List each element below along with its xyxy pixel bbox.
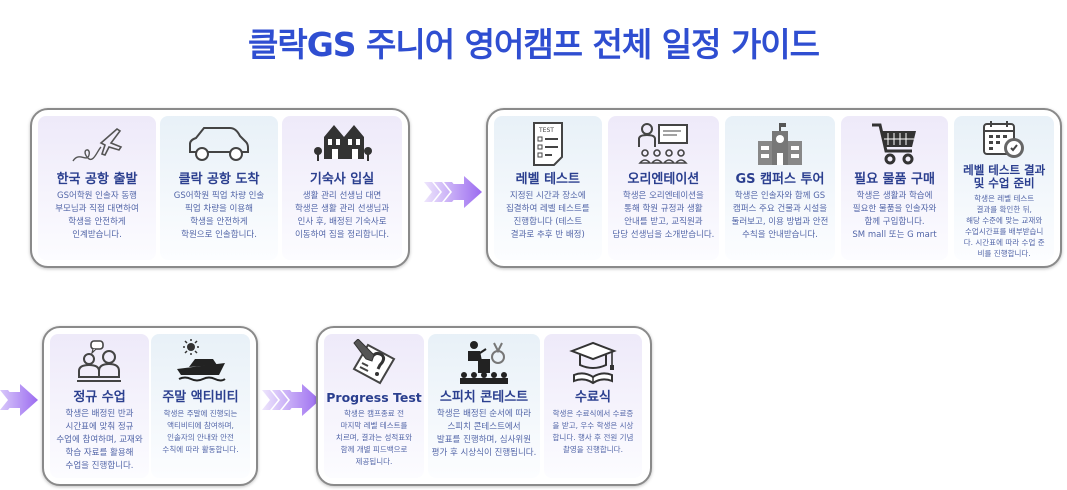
step-description: 학생은 배정된 반과 시간표에 맞춰 정규 수업에 참여하며, 교재와 학습 자… xyxy=(56,409,143,471)
step-description: 지정된 시간과 장소에 집결하여 레벨 테스트를 진행합니다 (테스트 결과로 … xyxy=(505,191,590,240)
step-title: 수료식 xyxy=(575,390,611,405)
step-title: 주말 액티비티 xyxy=(162,390,239,405)
svg-text:TEST: TEST xyxy=(538,127,554,134)
step-title: 레벨 테스트 결과 및 수업 준비 xyxy=(963,163,1046,190)
step-description: 학생은 캠프종료 전 마지막 레벨 테스트를 치르며, 결과는 성적표와 함께 … xyxy=(335,409,413,466)
step-graduation-ceremony: 수료식 학생은 수료식에서 수료증 을 받고, 우수 학생은 시상 합니다. 행… xyxy=(544,334,642,478)
step-gs-campus-tour: GS 캠퍼스 투어 학생은 인솔자와 함께 GS 캠퍼스 주요 건물과 시설을 … xyxy=(725,116,835,260)
step-description: 학생은 배정된 순서에 따라 스피치 콘테스트에서 발표를 진행하며, 심사위원… xyxy=(431,409,537,458)
page-title: 클락GS 주니어 영어캠프 전체 일정 가이드 xyxy=(247,25,820,64)
step-clark-airport-arrival: 클락 공항 도착 GS어학원 픽업 차량 인솔 픽업 차량을 이용해 학생을 안… xyxy=(160,116,279,260)
step-description: GS어학원 픽업 차량 인솔 픽업 차량을 이용해 학생을 안전하게 학원으로 … xyxy=(173,191,265,240)
boat-sun-icon xyxy=(173,338,229,386)
step-title: Progress Test xyxy=(326,390,422,405)
step-weekend-activity: 주말 액티비티 학생은 주말에 진행되는 액티비티에 참여하며, 인솔자의 안내… xyxy=(151,334,250,478)
step-regular-class: 정규 수업 학생은 배정된 반과 시간표에 맞춰 정규 수업에 참여하며, 교재… xyxy=(50,334,149,478)
step-description: 학생은 오리엔테이션을 통해 학원 규정과 생활 안내를 받고, 교직원과 담당… xyxy=(612,191,715,240)
step-description: 학생은 레벨 테스트 결과를 확인한 뒤, 해당 수준에 맞는 교재와 수업시간… xyxy=(963,194,1045,258)
step-title: 레벨 테스트 xyxy=(515,172,580,187)
airplane-icon xyxy=(67,120,127,168)
step-level-test: TEST 레벨 테스트 지정된 시간과 장소에 집결하여 레벨 테스트를 진행합… xyxy=(494,116,602,260)
shopping-cart-icon xyxy=(870,120,920,168)
class-discussion-icon xyxy=(75,338,125,386)
step-title: 필요 물품 구매 xyxy=(854,172,935,187)
campus-building-icon xyxy=(754,120,806,168)
exam-pencil-icon xyxy=(350,338,398,386)
test-paper-icon: TEST xyxy=(530,120,566,168)
step-title: 정규 수업 xyxy=(73,390,126,405)
step-title: GS 캠퍼스 투어 xyxy=(735,172,825,187)
group-arrival: 한국 공항 출발 GS어학원 인솔자 동행 부모님과 직접 대면하여 학생을 안… xyxy=(30,108,410,268)
step-title: 한국 공항 출발 xyxy=(56,172,138,187)
dormitory-icon xyxy=(312,120,373,168)
step-orientation: 오리엔테이션 학생은 오리엔테이션을 통해 학원 규정과 생활 안내를 받고, … xyxy=(607,116,720,260)
flow-arrow-1 xyxy=(424,176,484,208)
step-level-result-class-prep: 레벨 테스트 결과 및 수업 준비 학생은 레벨 테스트 결과를 확인한 뒤, … xyxy=(954,116,1054,260)
group-orientation: TEST 레벨 테스트 지정된 시간과 장소에 집결하여 레벨 테스트를 진행합… xyxy=(486,108,1062,268)
step-description: 학생은 수료식에서 수료증 을 받고, 우수 학생은 시상 합니다. 행사 후 … xyxy=(552,409,634,454)
presentation-icon xyxy=(635,120,691,168)
step-description: GS어학원 인솔자 동행 부모님과 직접 대면하여 학생을 안전하게 인계받습니… xyxy=(55,191,139,240)
flow-arrow-2 xyxy=(0,384,38,416)
group-completion: Progress Test 학생은 캠프종료 전 마지막 레벨 테스트를 치르며… xyxy=(316,326,652,486)
step-description: 학생은 주말에 진행되는 액티비티에 참여하며, 인솔자의 안내와 안전 수칙에… xyxy=(162,409,239,454)
step-description: 학생은 인솔자와 함께 GS 캠퍼스 주요 건물과 시설을 둘러보고, 이용 방… xyxy=(731,191,829,240)
step-progress-test: Progress Test 학생은 캠프종료 전 마지막 레벨 테스트를 치르며… xyxy=(324,334,424,478)
graduation-cap-icon xyxy=(568,338,618,386)
step-dormitory-check-in: 기숙사 입실 생활 관리 선생님 대면 학생은 생활 관리 선생님과 인사 후,… xyxy=(282,116,403,260)
calendar-clock-icon xyxy=(982,120,1026,160)
step-description: 학생은 생활과 학습에 필요한 물품을 인솔자와 함께 구입합니다. SM ma… xyxy=(852,191,937,240)
step-title: 스피치 콘테스트 xyxy=(439,390,529,405)
step-description: 생활 관리 선생님 대면 학생은 생활 관리 선생님과 인사 후, 배정된 기숙… xyxy=(294,191,390,240)
step-buy-supplies: 필요 물품 구매 학생은 생활과 학습에 필요한 물품을 인솔자와 함께 구입합… xyxy=(840,116,949,260)
step-title: 클락 공항 도착 xyxy=(178,172,260,187)
step-title: 기숙사 입실 xyxy=(309,172,375,187)
group-regular-classes: 정규 수업 학생은 배정된 반과 시간표에 맞춰 정규 수업에 참여하며, 교재… xyxy=(42,326,258,486)
car-icon xyxy=(186,120,252,168)
speech-podium-icon xyxy=(456,338,512,386)
step-speech-contest: 스피치 콘테스트 학생은 배정된 순서에 따라 스피치 콘테스트에서 발표를 진… xyxy=(428,334,540,478)
step-title: 오리엔테이션 xyxy=(627,172,700,187)
flow-arrow-3 xyxy=(262,384,322,416)
step-korea-airport-departure: 한국 공항 출발 GS어학원 인솔자 동행 부모님과 직접 대면하여 학생을 안… xyxy=(38,116,157,260)
